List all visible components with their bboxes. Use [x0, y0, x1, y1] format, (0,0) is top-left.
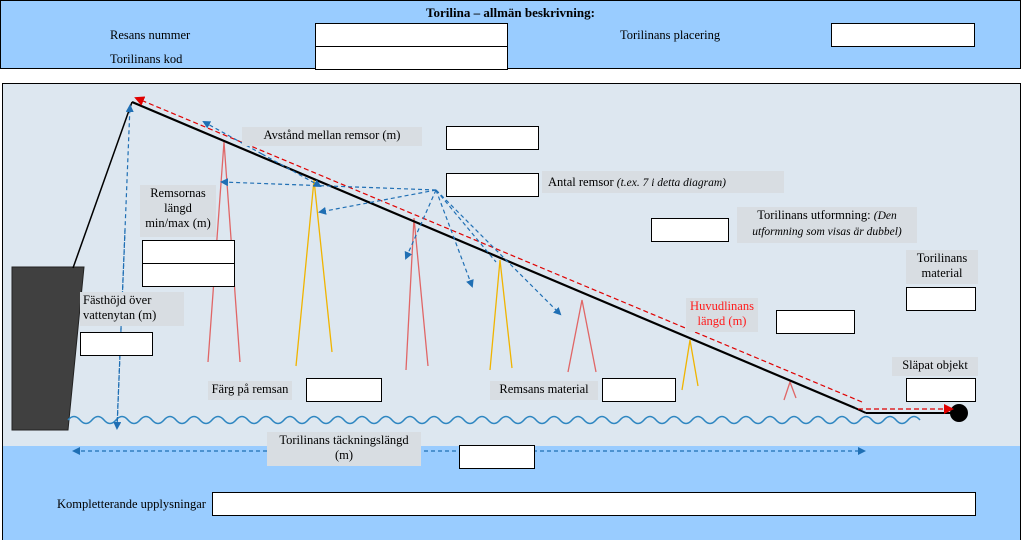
streamer-length-min-field[interactable]: [142, 240, 235, 264]
count-arrow-6: [435, 189, 497, 263]
towed-object-field[interactable]: [906, 378, 976, 402]
line-design-text: Torilinans utformning:: [757, 208, 871, 222]
attach-height-arrow-down: [113, 229, 126, 430]
attach-height-label: Fästhöjd över vattenytan (m): [80, 292, 184, 326]
line-placement-field[interactable]: [831, 23, 975, 47]
pole-line: [72, 101, 133, 269]
streamer-color-label: Färg på remsan: [208, 381, 292, 400]
streamer-4: [489, 259, 513, 371]
vessel-hull: [11, 266, 85, 431]
coverage-length-label: Torilinans täckningslängd (m): [267, 432, 421, 466]
main-line: [131, 100, 856, 410]
additional-info-field[interactable]: [212, 492, 976, 516]
line-code-label: Torilinans kod: [110, 52, 183, 66]
streamer-7: [783, 380, 797, 401]
streamer-2: [295, 179, 333, 367]
streamer-5: [567, 299, 597, 373]
streamer-material-label: Remsans material: [490, 381, 598, 400]
towed-object: [950, 404, 968, 422]
trip-number-label: Resans nummer: [110, 28, 191, 42]
line-design-field[interactable]: [651, 218, 729, 242]
line-material-label: Torilinans material: [906, 250, 978, 284]
streamer-spacing-label: Avstånd mellan remsor (m): [242, 127, 422, 146]
count-arrow-2: [318, 189, 437, 215]
mainline-length-arrow: [134, 96, 863, 403]
count-arrow-1: [220, 178, 437, 191]
count-arrow-4: [435, 189, 474, 288]
streamer-count-note: (t.ex. 7 i detta diagram): [616, 177, 726, 189]
mainline-length-field[interactable]: [776, 310, 855, 334]
streamer-3: [405, 217, 429, 371]
streamer-material-field[interactable]: [602, 378, 676, 402]
additional-info-label: Kompletterande upplysningar: [57, 497, 206, 511]
streamer-6: [681, 339, 699, 391]
streamer-length-label: Remsornas längd min/max (m): [140, 185, 216, 237]
line-design-note: (Den utformning som visas är dubbel): [752, 210, 902, 238]
line-code-field[interactable]: [315, 46, 508, 70]
towline-end: [854, 407, 867, 414]
attach-height-field[interactable]: [80, 332, 153, 356]
line-design-label: Torilinans utformning: (Den utformning s…: [737, 207, 917, 243]
coverage-length-field[interactable]: [459, 445, 535, 469]
header-title: Torilina – allmän beskrivning:: [426, 5, 595, 20]
streamer-count-field[interactable]: [446, 173, 539, 197]
count-arrow-3: [404, 189, 437, 260]
streamer-length-max-field[interactable]: [142, 263, 235, 287]
towed-object-label: Släpat objekt: [892, 357, 978, 376]
streamer-count-text: Antal remsor: [548, 175, 614, 189]
streamer-spacing-field[interactable]: [446, 126, 539, 150]
count-arrow-5: [435, 189, 562, 316]
mainline-length-label: Huvudlinans längd (m): [686, 298, 758, 332]
streamer-count-label: Antal remsor (t.ex. 7 i detta diagram): [542, 171, 784, 193]
water-surface-wave: [67, 415, 921, 425]
trip-number-field[interactable]: [315, 23, 508, 47]
streamer-color-field[interactable]: [306, 378, 382, 402]
line-placement-label: Torilinans placering: [620, 28, 721, 42]
line-material-field[interactable]: [906, 287, 976, 311]
